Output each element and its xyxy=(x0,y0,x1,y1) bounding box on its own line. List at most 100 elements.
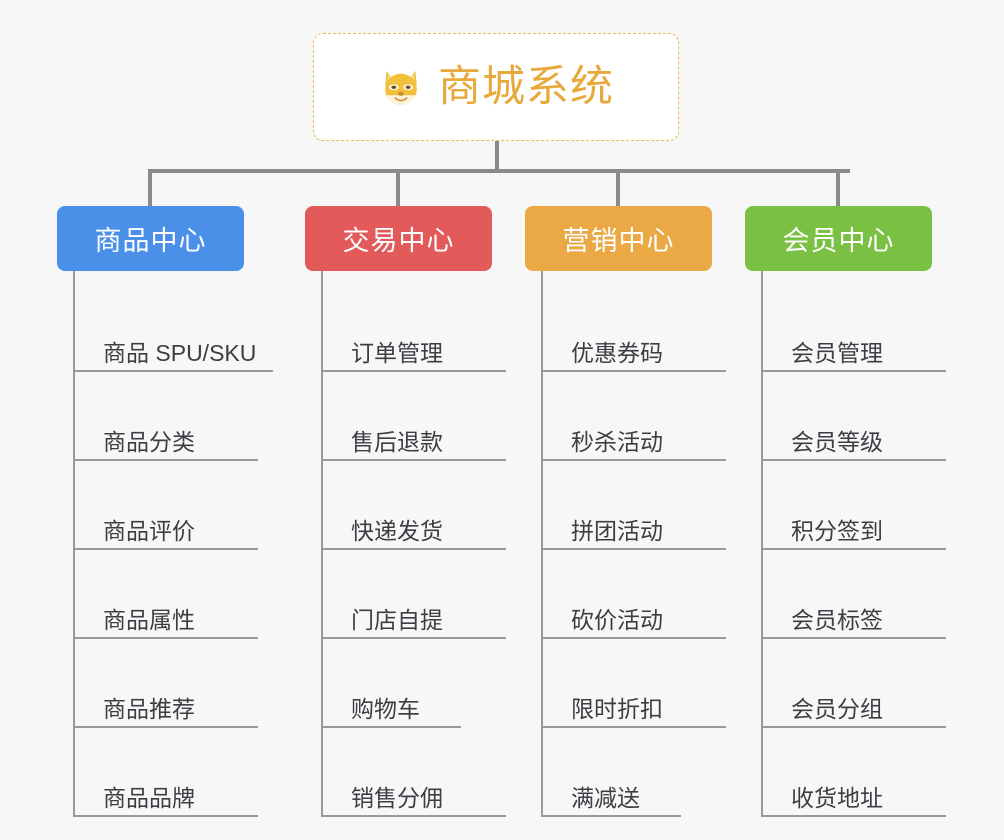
list-item[interactable]: 会员等级 xyxy=(745,372,946,461)
category-column-会员中心: 会员中心 会员管理 会员等级 积分签到 会员标签 会员分组 xyxy=(745,206,946,817)
list-item-rule xyxy=(73,726,258,728)
leaf-list-会员中心: 会员管理 会员等级 积分签到 会员标签 会员分组 收货地址 xyxy=(745,271,946,817)
list-item-label: 商品 SPU/SKU xyxy=(103,339,257,366)
list-item-label: 会员分组 xyxy=(791,695,883,722)
category-header-营销中心[interactable]: 营销中心 xyxy=(525,206,712,271)
list-item-rule xyxy=(761,726,946,728)
list-item[interactable]: 拼团活动 xyxy=(525,461,726,550)
list-item-label: 优惠券码 xyxy=(571,339,663,366)
list-item[interactable]: 秒杀活动 xyxy=(525,372,726,461)
category-column-商品中心: 商品中心 商品 SPU/SKU 商品分类 商品评价 商品属性 商品推荐 xyxy=(57,206,273,817)
list-item-rule xyxy=(541,548,726,550)
list-item[interactable]: 商品分类 xyxy=(57,372,258,461)
list-item-rule xyxy=(73,370,273,372)
list-item-label: 积分签到 xyxy=(791,517,883,544)
connector-drop-3 xyxy=(616,169,620,206)
list-item-rule xyxy=(541,459,726,461)
list-item[interactable]: 购物车 xyxy=(305,639,492,728)
list-item[interactable]: 收货地址 xyxy=(745,728,946,817)
list-item-label: 购物车 xyxy=(351,695,420,722)
list-item-label: 收货地址 xyxy=(791,784,883,811)
list-item-rule xyxy=(761,548,946,550)
connector-drop-1 xyxy=(148,169,152,206)
list-item[interactable]: 会员分组 xyxy=(745,639,946,728)
connector-horizontal-bus xyxy=(148,169,850,173)
list-item-rule xyxy=(73,459,258,461)
list-item-rule xyxy=(321,548,506,550)
list-item-label: 会员标签 xyxy=(791,606,883,633)
connector-drop-2 xyxy=(396,169,400,206)
category-header-label: 营销中心 xyxy=(562,226,675,256)
leaf-trunk-line xyxy=(321,271,323,817)
list-item-label: 售后退款 xyxy=(351,428,443,455)
list-item-rule xyxy=(761,815,946,817)
list-item[interactable]: 商品推荐 xyxy=(57,639,258,728)
list-item[interactable]: 商品评价 xyxy=(57,461,258,550)
category-header-交易中心[interactable]: 交易中心 xyxy=(305,206,492,271)
list-item[interactable]: 门店自提 xyxy=(305,550,506,639)
list-item-label: 秒杀活动 xyxy=(571,428,663,455)
list-item[interactable]: 满减送 xyxy=(525,728,712,817)
list-item-rule xyxy=(541,370,726,372)
list-item[interactable]: 商品属性 xyxy=(57,550,258,639)
list-item[interactable]: 订单管理 xyxy=(305,283,506,372)
list-item[interactable]: 会员管理 xyxy=(745,283,946,372)
leaf-list-商品中心: 商品 SPU/SKU 商品分类 商品评价 商品属性 商品推荐 商品品牌 xyxy=(57,271,273,817)
list-item-label: 门店自提 xyxy=(351,606,443,633)
leaf-list-交易中心: 订单管理 售后退款 快递发货 门店自提 购物车 销售分佣 xyxy=(305,271,506,817)
list-item-rule xyxy=(541,815,681,817)
list-item-rule xyxy=(321,459,506,461)
list-item-rule xyxy=(541,637,726,639)
list-item[interactable]: 销售分佣 xyxy=(305,728,506,817)
list-item-rule xyxy=(761,370,946,372)
list-item-rule xyxy=(73,815,258,817)
list-item-label: 商品推荐 xyxy=(103,695,195,722)
root-title: 商城系统 xyxy=(438,62,614,111)
list-item[interactable]: 积分签到 xyxy=(745,461,946,550)
list-item[interactable]: 优惠券码 xyxy=(525,283,726,372)
list-item-label: 商品评价 xyxy=(103,517,195,544)
list-item-label: 销售分佣 xyxy=(351,784,443,811)
list-item-rule xyxy=(761,459,946,461)
list-item-rule xyxy=(321,637,506,639)
root-node[interactable]: 商城系统 xyxy=(313,33,679,141)
category-header-label: 会员中心 xyxy=(782,226,895,256)
list-item-rule xyxy=(321,370,506,372)
list-item-label: 会员管理 xyxy=(791,339,883,366)
list-item-label: 快递发货 xyxy=(351,517,443,544)
list-item-label: 限时折扣 xyxy=(571,695,663,722)
list-item-rule xyxy=(321,815,506,817)
list-item-label: 商品属性 xyxy=(103,606,195,633)
leaf-list-营销中心: 优惠券码 秒杀活动 拼团活动 砍价活动 限时折扣 满减送 xyxy=(525,271,726,817)
list-item[interactable]: 商品 SPU/SKU xyxy=(57,283,273,372)
list-item[interactable]: 限时折扣 xyxy=(525,639,726,728)
list-item[interactable]: 售后退款 xyxy=(305,372,506,461)
category-header-商品中心[interactable]: 商品中心 xyxy=(57,206,244,271)
leaf-trunk-line xyxy=(541,271,543,817)
category-header-label: 交易中心 xyxy=(342,226,455,256)
list-item[interactable]: 快递发货 xyxy=(305,461,506,550)
leaf-trunk-line xyxy=(73,271,75,817)
list-item[interactable]: 会员标签 xyxy=(745,550,946,639)
list-item-label: 砍价活动 xyxy=(571,606,663,633)
list-item-label: 满减送 xyxy=(571,784,640,811)
list-item-label: 商品分类 xyxy=(103,428,195,455)
list-item-label: 拼团活动 xyxy=(571,517,663,544)
list-item-rule xyxy=(321,726,461,728)
category-header-会员中心[interactable]: 会员中心 xyxy=(745,206,932,271)
list-item-rule xyxy=(541,726,726,728)
list-item-rule xyxy=(73,637,258,639)
category-column-营销中心: 营销中心 优惠券码 秒杀活动 拼团活动 砍价活动 限时折扣 xyxy=(525,206,726,817)
connector-drop-4 xyxy=(836,169,840,206)
leaf-trunk-line xyxy=(761,271,763,817)
list-item[interactable]: 砍价活动 xyxy=(525,550,726,639)
list-item-label: 会员等级 xyxy=(791,428,883,455)
list-item-rule xyxy=(73,548,258,550)
list-item-label: 订单管理 xyxy=(351,339,443,366)
list-item[interactable]: 商品品牌 xyxy=(57,728,258,817)
category-column-交易中心: 交易中心 订单管理 售后退款 快递发货 门店自提 购物车 xyxy=(305,206,506,817)
category-header-label: 商品中心 xyxy=(94,226,207,256)
connector-root-stem xyxy=(495,141,499,172)
list-item-rule xyxy=(761,637,946,639)
